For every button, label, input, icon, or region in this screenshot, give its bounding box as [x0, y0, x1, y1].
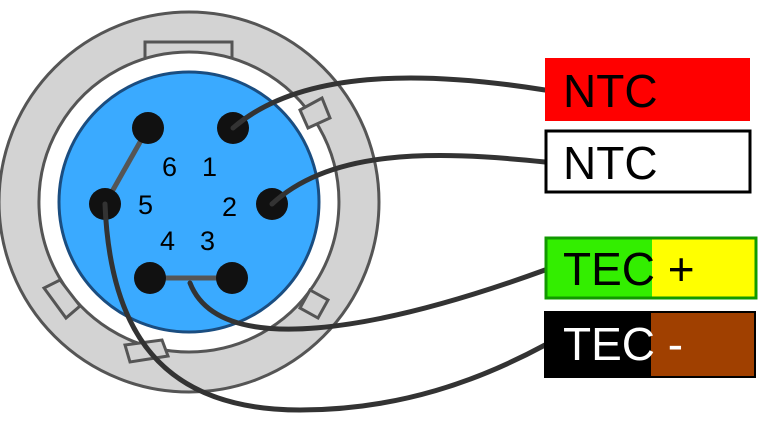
connector-pin-face: [57, 70, 321, 334]
pin-label-6: 6: [162, 152, 177, 182]
wire-ntc-white: [269, 153, 548, 207]
label-text-ntc-red: NTC: [563, 65, 658, 117]
pin-labels: 6 1 5 2 4 3: [138, 152, 237, 256]
connector-key-left: [41, 278, 83, 321]
label-box-ntc-red: [545, 58, 750, 121]
wire-tec-minus: [102, 201, 548, 413]
label-text-ntc-white: NTC: [563, 137, 658, 189]
label-box-tec-plus-border: [544, 236, 758, 300]
label-box-tec-plus-left: [546, 238, 652, 298]
label-text-tec-plus: TEC +: [563, 243, 695, 295]
label-ntc-red: NTC: [545, 58, 750, 121]
label-box-tec-plus-right: [652, 238, 756, 298]
connector-housing: [0, 10, 381, 394]
label-box-ntc-white: [544, 129, 752, 194]
connector-key-right-lower: [297, 287, 331, 321]
wire-tec-plus: [187, 267, 548, 332]
wire-labels: NTC NTC TEC + TEC -: [544, 58, 758, 378]
label-ntc-white: NTC: [544, 129, 752, 194]
pin-6: [132, 112, 164, 144]
label-box-tec-minus-border: [544, 311, 756, 378]
wires: [102, 75, 548, 413]
pin-label-1: 1: [202, 152, 217, 182]
label-box-tec-minus-right: [651, 312, 755, 377]
pin-label-3: 3: [200, 226, 215, 256]
connector-key-right: [298, 95, 332, 130]
pin-3: [216, 262, 248, 294]
label-text-tec-minus: TEC -: [563, 318, 683, 370]
label-tec-plus: TEC +: [544, 236, 758, 300]
label-box-tec-minus-left: [545, 312, 651, 377]
pin-4: [134, 262, 166, 294]
wire-ntc-red: [230, 75, 548, 131]
pin-label-5: 5: [138, 190, 153, 220]
pin-label-4: 4: [160, 226, 175, 256]
pin-label-2: 2: [222, 192, 237, 222]
label-tec-minus: TEC -: [544, 311, 756, 378]
